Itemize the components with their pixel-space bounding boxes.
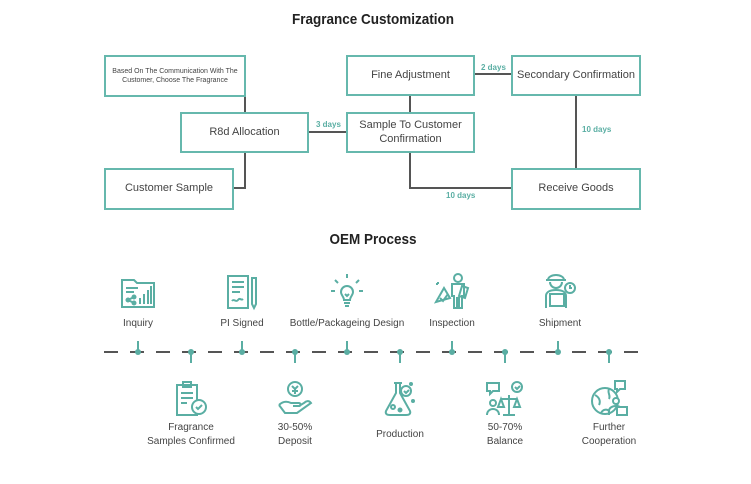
timeline-stem [451,341,453,351]
connector-line [308,131,348,133]
step-label-line1: Further [592,422,626,433]
timeline-node [188,349,194,355]
step-label: Inquiry [122,318,154,329]
timeline-dash [364,351,378,353]
timeline-node [344,349,350,355]
folder-chart-icon [118,272,158,312]
clipboard-check-icon [171,379,211,419]
timeline-stem [137,341,139,351]
timeline-node [292,349,298,355]
duration-label: 2 days [481,63,506,72]
timeline-dash [468,351,482,353]
timeline-node [502,349,508,355]
step-label-line2: Balance [486,435,524,447]
timeline-node [135,349,141,355]
timeline-stem [399,353,401,363]
timeline-stem [346,341,348,351]
duration-label: 10 days [446,191,476,200]
receive-goods-box: Receive Goods [511,168,641,210]
inspector-clipboard-icon [432,272,472,312]
connector-line [409,151,411,188]
hand-coin-icon [275,379,315,419]
fine-adjustment-box: Fine Adjustment [346,55,475,96]
courier-package-icon [538,272,578,312]
step-label: 50-70% Balance [487,421,523,448]
timeline-dash [598,351,612,353]
step-label-line2: Deposit [278,435,312,447]
connector-line [232,187,246,189]
step-label: Bottle/Packageing Design [289,318,405,329]
timeline-dash [104,351,118,353]
fragrance-title: Fragrance Customization [291,11,455,28]
step-label: Shipment [538,318,582,329]
timeline-stem [557,341,559,351]
step-label-line1: Fragrance [168,422,214,433]
timeline-dash [208,351,222,353]
step-label: Further Cooperation [582,421,636,448]
timeline-node [606,349,612,355]
timeline-stem [504,353,506,363]
timeline-node [239,349,245,355]
connector-line [472,73,513,75]
connector-line [409,95,411,113]
timeline-stem [190,353,192,363]
timeline-dash [416,351,430,353]
timeline-dash [624,351,638,353]
timeline-node [555,349,561,355]
lightbulb-icon [327,272,367,312]
duration-label: 3 days [316,120,341,129]
document-pen-icon [222,272,262,312]
step-label: Inspection [429,318,475,329]
connector-line [244,151,246,188]
secondary-confirmation-box: Secondary Confirmation [511,55,641,96]
step-label-line2: Samples Confirmed [147,435,235,447]
rd-allocation-box: R8d Allocation [180,112,309,153]
timeline-node [449,349,455,355]
timeline-node [397,349,403,355]
duration-label: 10 days [582,125,612,134]
step-label-line1: Production [376,429,424,440]
timeline-stem [608,353,610,363]
step-label-line2: Cooperation [581,435,637,447]
step-label-line1: 50-70% [487,422,523,433]
customer-sample-box: Customer Sample [104,168,234,210]
step-label: Production [376,428,424,442]
timeline-dash [520,351,534,353]
step-label: 30-50% Deposit [278,421,312,448]
timeline-dash [156,351,170,353]
timeline-stem [294,353,296,363]
timeline-dash [546,351,560,353]
timeline-stem [241,341,243,351]
timeline-dash [312,351,326,353]
connector-line [409,187,513,189]
choose-fragrance-box: Based On The Communication With The Cust… [104,55,246,97]
oem-title: OEM Process [329,231,417,248]
step-label-line1: 30-50% [277,422,313,433]
sample-confirmation-box: Sample To Customer Confirmation [346,112,475,153]
flask-icon [380,379,420,419]
timeline-dash [494,351,508,353]
step-label: Fragrance Samples Confirmed [147,421,235,448]
balance-scale-icon [485,379,525,419]
step-label: PI Signed [220,318,264,329]
globe-person-icon [589,379,629,419]
timeline-dash [572,351,586,353]
timeline-dash [260,351,274,353]
connector-line [575,95,577,169]
